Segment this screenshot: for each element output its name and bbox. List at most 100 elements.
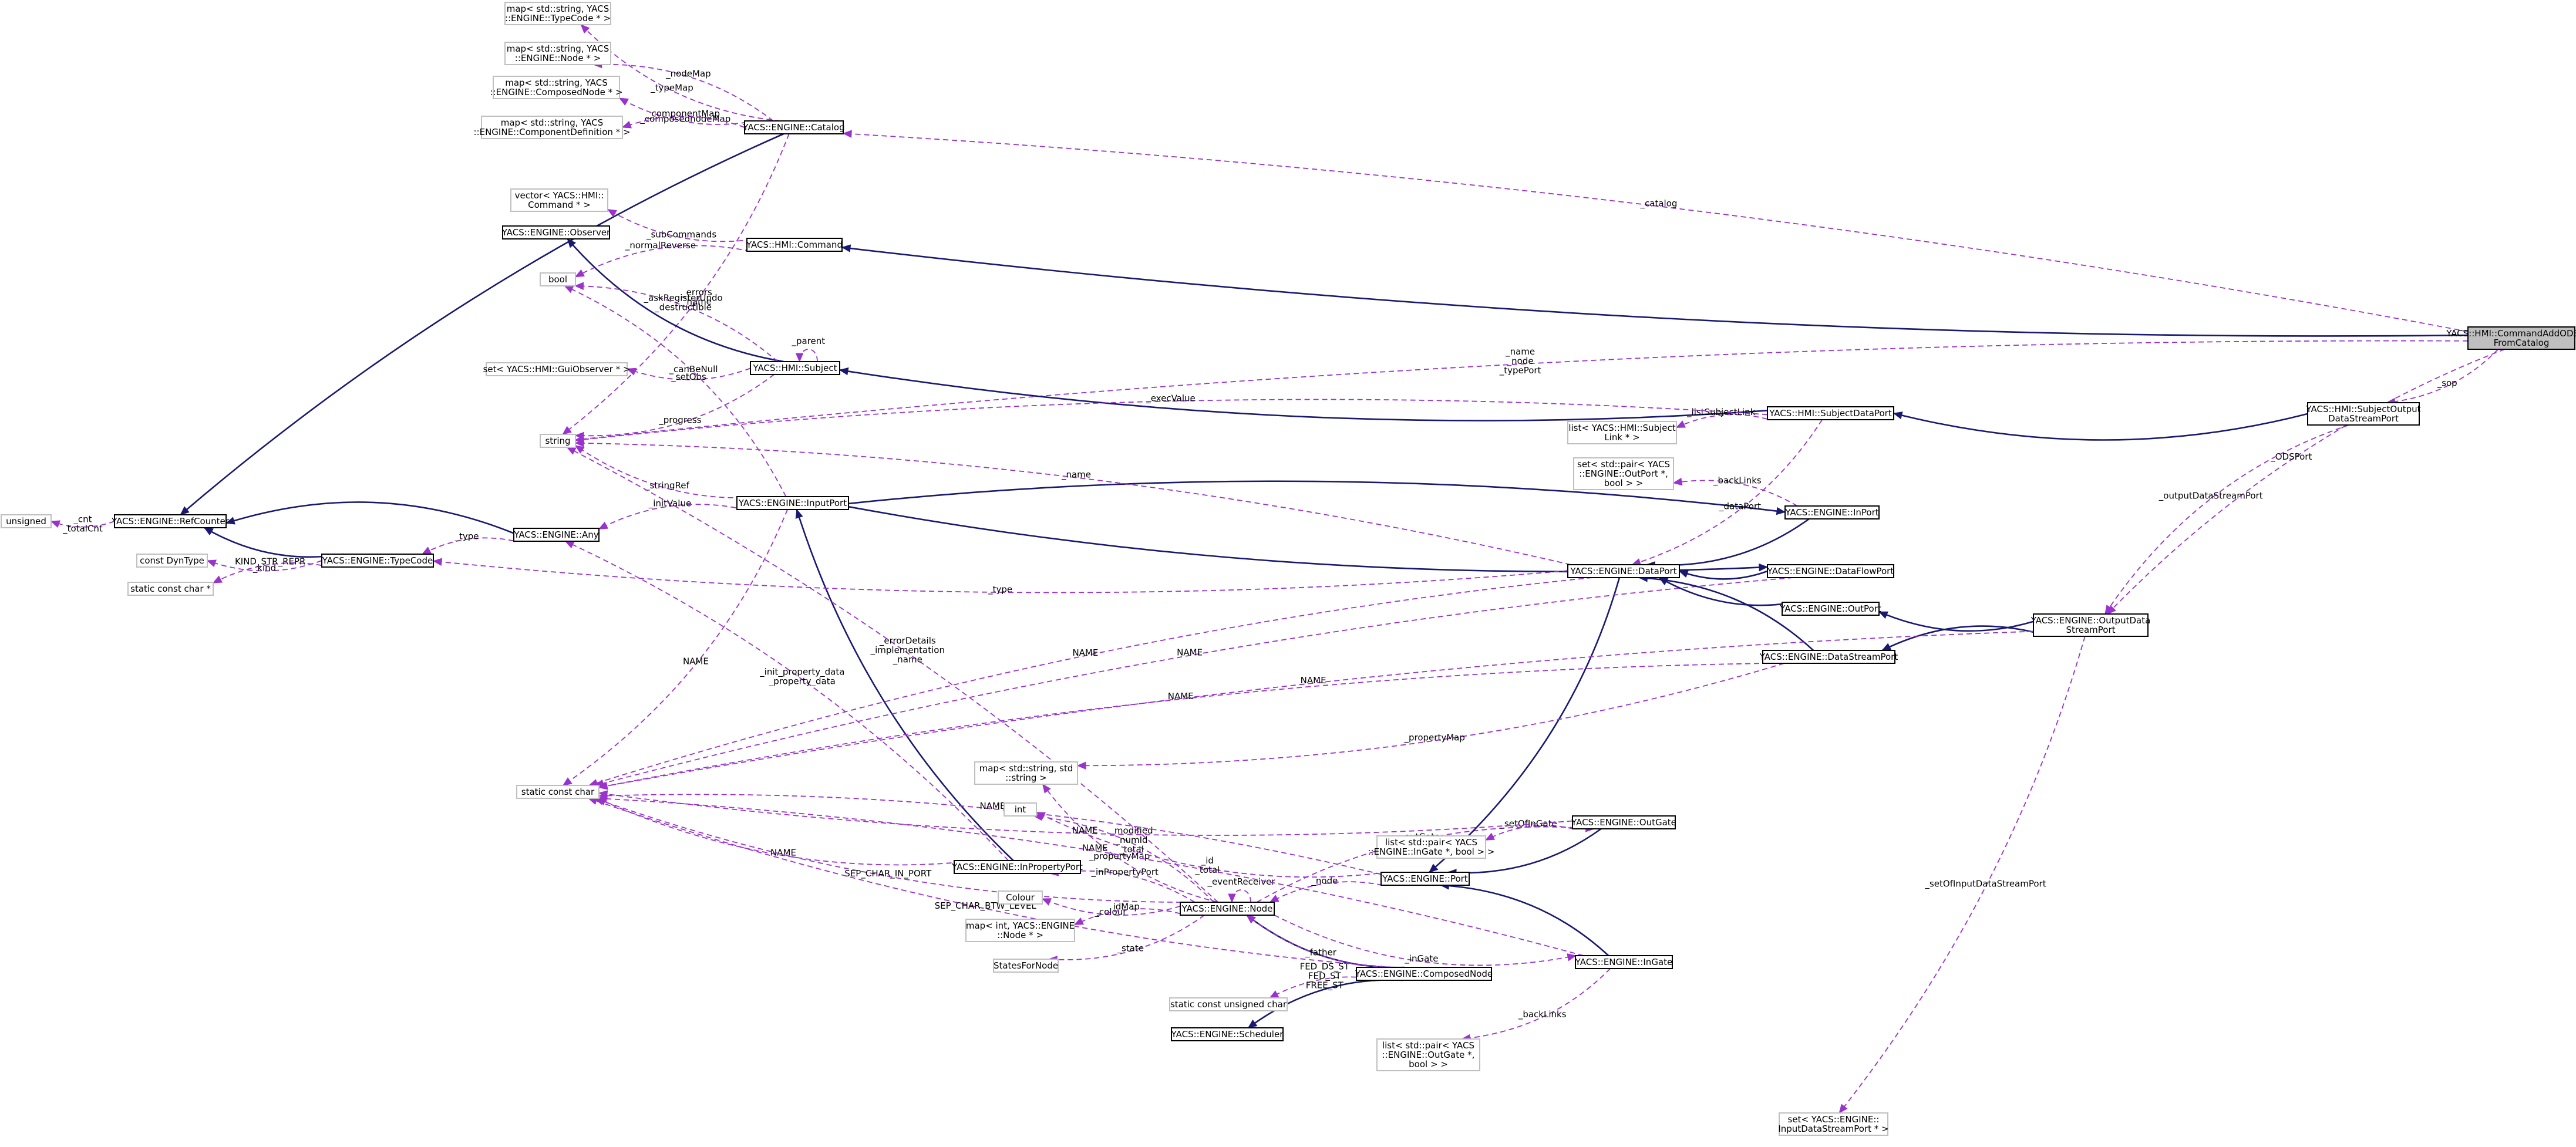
edge-line: [598, 794, 1382, 875]
edge-line: [588, 577, 1592, 786]
edge-label: _inPropertyPort: [1091, 866, 1159, 878]
edge-line: [627, 367, 751, 380]
node-observer[interactable]: YACS::ENGINE::Observer: [501, 225, 611, 239]
edge-line: [598, 663, 1769, 788]
edge-label: NAME: [770, 847, 796, 858]
edge-line: [1838, 636, 2086, 1114]
node-datastreamport[interactable]: YACS::ENGINE::DataStreamPort: [1759, 650, 1898, 664]
edge-arrowhead: [206, 559, 217, 568]
node-catalog[interactable]: YACS::ENGINE::Catalog: [742, 120, 845, 134]
edge-label-line: NAME: [770, 847, 796, 858]
edge-label: _dataPort: [1719, 501, 1761, 512]
node-port[interactable]: YACS::ENGINE::Port: [1380, 872, 1470, 886]
edge-label: _progress: [658, 414, 701, 426]
node-typecode-map: map< std::string, YACS::ENGINE::TypeCode…: [504, 2, 611, 25]
edge-arrowhead: [1042, 783, 1051, 794]
node-dataflowport[interactable]: YACS::ENGINE::DataFlowPort: [1767, 564, 1894, 578]
node-outport[interactable]: YACS::ENGINE::OutPort: [1779, 602, 1881, 616]
edge-label-line: _dataPort: [1719, 501, 1761, 512]
edge-line: [564, 285, 787, 497]
edge-arrowhead: [421, 546, 432, 555]
edge-arrowhead: [795, 508, 803, 519]
edge-line: [575, 374, 775, 437]
node-inport[interactable]: YACS::ENGINE::InPort: [1784, 505, 1880, 519]
edge-line: [597, 798, 978, 866]
edge-line: [567, 447, 1218, 903]
edge-label-line: _destructible: [654, 302, 712, 313]
edge-label-line: NAME: [980, 801, 1006, 811]
node-scheduler[interactable]: YACS::ENGINE::Scheduler: [1171, 1027, 1284, 1041]
node-box: [1567, 421, 1677, 444]
node-label: ::ENGINE::ComponentDefinition * >: [474, 127, 631, 137]
node-subjectdataport[interactable]: YACS::HMI::SubjectDataPort: [1767, 406, 1894, 420]
node-typecode[interactable]: YACS::ENGINE::TypeCode: [321, 554, 434, 568]
node-label: YACS::ENGINE::Catalog: [742, 122, 844, 133]
edge-line: [1646, 518, 1810, 566]
node-cmd-vector: vector< YACS::HMI::Command * >: [510, 188, 608, 212]
node-label: map< int, YACS::ENGINE: [966, 920, 1075, 931]
edge-label-line: _nodeMap: [665, 68, 711, 79]
node-box: [965, 919, 1075, 942]
node-label: set< YACS::HMI::GuiObserver * >: [483, 364, 631, 375]
node-box: [1376, 1038, 1480, 1071]
edge-arrowhead: [626, 367, 637, 376]
node-dyntype: const DynType: [136, 554, 208, 568]
edge-label-line: _errorDetails: [879, 636, 936, 647]
node-outgate[interactable]: YACS::ENGINE::OutGate: [1571, 815, 1676, 829]
node-inputport[interactable]: YACS::ENGINE::InputPort: [736, 496, 849, 510]
node-engine-node[interactable]: YACS::ENGINE::Node: [1180, 902, 1275, 916]
edge-label-line: _stringRef: [645, 480, 690, 491]
node-label: FromCatalog: [2494, 338, 2550, 348]
edge-line: [575, 340, 2469, 441]
edge-line: [598, 504, 745, 530]
node-any[interactable]: YACS::ENGINE::Any: [513, 528, 600, 542]
edge-arrowhead: [1759, 563, 1769, 572]
node-label: YACS::ENGINE::Port: [1382, 873, 1468, 884]
node-label: DataStreamPort: [2328, 413, 2399, 424]
edge-label-line: _cnt: [73, 514, 92, 525]
node-command[interactable]: YACS::HMI::Command: [746, 238, 843, 252]
edge-line: [1246, 915, 1405, 969]
node-box: [2467, 326, 2575, 350]
edge-label: _init_property_data_property_data: [759, 667, 844, 687]
node-box: [1762, 650, 1895, 664]
node-label: YACS::ENGINE::ComposedNode: [1355, 969, 1493, 979]
node-box: [486, 362, 628, 376]
edge-arrowhead: [562, 777, 573, 786]
edge-label: _inGate: [1404, 953, 1438, 964]
edge-label-line: _backLinks: [1518, 1009, 1567, 1020]
node-label: YACS::ENGINE::Any: [513, 529, 598, 540]
node-label: set< std::pair< YACS: [1577, 459, 1670, 470]
edge-label-line: NAME: [1301, 675, 1326, 686]
edge-subjectoutputdsp-to-subjectdataport: [1893, 411, 2308, 441]
node-int: int: [1004, 802, 1037, 817]
node-box: [1171, 1027, 1284, 1041]
node-refcounter[interactable]: YACS::ENGINE::RefCounter: [111, 514, 230, 528]
edge-label: _node: [1311, 875, 1338, 886]
node-subject[interactable]: YACS::HMI::Subject: [750, 361, 840, 375]
node-label: YACS::ENGINE::OutputData: [2031, 615, 2151, 626]
node-ingate[interactable]: YACS::ENGINE::InGate: [1575, 955, 1673, 969]
edge-inputport-to-string: _stringRef: [574, 445, 769, 499]
node-composednode[interactable]: YACS::ENGINE::ComposedNode: [1355, 967, 1493, 981]
node-label: Command * >: [528, 200, 591, 210]
node-label: bool: [548, 274, 567, 285]
edge-line: [1676, 414, 1768, 429]
edge-line: [567, 238, 784, 363]
node-label: map< std::string, YACS: [507, 4, 610, 14]
edge-line: [1639, 576, 1814, 651]
edge-arrowhead: [1675, 420, 1686, 428]
edge-label: _propertyMap: [1404, 733, 1465, 744]
node-focus[interactable]: YACS::HMI::CommandAddODSPortFromCatalog: [2446, 326, 2576, 350]
edge-label: _askRegisterUndo_destructible: [644, 292, 723, 313]
edge-label-line: _father: [1305, 947, 1337, 959]
edge-focus-to-command: [841, 244, 2469, 337]
edge-line: [1440, 884, 1609, 956]
node-dataport[interactable]: YACS::ENGINE::DataPort: [1567, 564, 1680, 578]
node-inpropertyport[interactable]: YACS::ENGINE::InPropertyPort: [951, 860, 1083, 874]
node-node-map: map< std::string, YACS::ENGINE::Node * >: [504, 42, 611, 65]
